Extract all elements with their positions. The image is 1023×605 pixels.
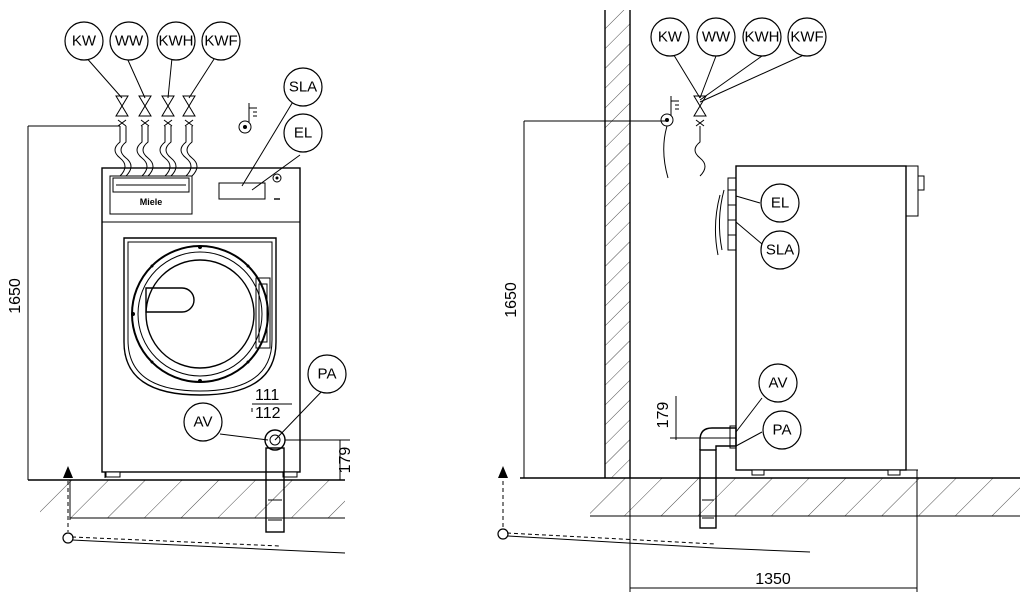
bubble-kwh-label: KWH <box>159 33 194 50</box>
side-bubble-ww-label: WW <box>702 29 731 46</box>
side-electrical <box>660 96 763 245</box>
bubble-kw: KW <box>64 21 104 61</box>
side-bubble-el-label: EL <box>771 195 789 212</box>
side-wall <box>604 10 631 478</box>
front-water-connections <box>83 54 217 177</box>
side-depth-value: 1350 <box>755 571 791 588</box>
side-bubble-kw-label: KW <box>658 29 683 46</box>
front-floor <box>28 479 345 520</box>
front-machine: Miele <box>101 167 301 478</box>
valve-kwf <box>182 95 196 127</box>
side-bubble-kwf-label: KWF <box>790 29 823 46</box>
side-bubble-ww: WW <box>696 17 736 57</box>
side-bubble-kwh: KWH <box>742 17 782 57</box>
bubble-sla: SLA <box>283 67 323 107</box>
side-height-value: 1650 <box>503 282 520 318</box>
bubble-av-label: AV <box>194 414 213 431</box>
brand-logo: Miele <box>140 197 163 207</box>
side-floor <box>520 477 1020 517</box>
bubble-kwf: KWF <box>201 21 241 61</box>
side-bubble-av: AV <box>758 363 798 403</box>
front-drain-path <box>62 466 346 554</box>
valve-kw <box>115 95 129 127</box>
bubble-sla-label: SLA <box>289 79 317 96</box>
bubble-kwf-label: KWF <box>204 33 237 50</box>
bubble-ww-label: WW <box>115 33 144 50</box>
side-bubble-kwf: KWF <box>787 17 827 57</box>
bubble-pa: PA <box>307 354 347 394</box>
side-bubble-pa-label: PA <box>773 422 792 439</box>
side-drain-height-value: 179 <box>655 402 672 429</box>
side-drain-path <box>497 466 811 553</box>
bubble-av: AV <box>183 402 223 442</box>
side-water-connections <box>671 51 807 177</box>
valve-kwh <box>161 95 175 127</box>
front-outlet-dim-a: 111 <box>255 387 279 404</box>
side-bubble-kwh-label: KWH <box>745 29 780 46</box>
side-view: 1650 1350 <box>497 10 1020 592</box>
bubble-ww: WW <box>109 21 149 61</box>
side-bubble-pa: PA <box>762 410 802 450</box>
valve-ww <box>138 95 152 127</box>
bubble-pa-label: PA <box>318 366 337 383</box>
side-machine <box>699 165 925 529</box>
side-bubble-el: EL <box>760 183 800 223</box>
side-height-dimension: 1650 <box>503 120 668 478</box>
side-bubble-sla-label: SLA <box>766 242 794 259</box>
side-drain-height-dimension: 179 <box>655 396 763 447</box>
front-outlet-dim-b: 112 <box>255 405 281 422</box>
bubble-el-label: EL <box>294 125 312 142</box>
front-height-dimension: 1650 <box>7 125 120 480</box>
side-bubble-sla: SLA <box>760 230 800 270</box>
bubble-kw-label: KW <box>72 33 97 50</box>
front-view: 1650 Miele <box>7 21 354 554</box>
bubble-el: EL <box>283 113 323 153</box>
front-electrical <box>238 99 301 191</box>
bubble-kwh: KWH <box>156 21 196 61</box>
front-height-value: 1650 <box>7 278 24 314</box>
side-bubble-av-label: AV <box>769 375 788 392</box>
front-drain-outlet <box>219 387 350 533</box>
side-bubble-kw: KW <box>650 17 690 57</box>
front-drain-height-value: 179 <box>337 447 354 474</box>
side-depth-dimension: 1350 <box>629 470 918 592</box>
